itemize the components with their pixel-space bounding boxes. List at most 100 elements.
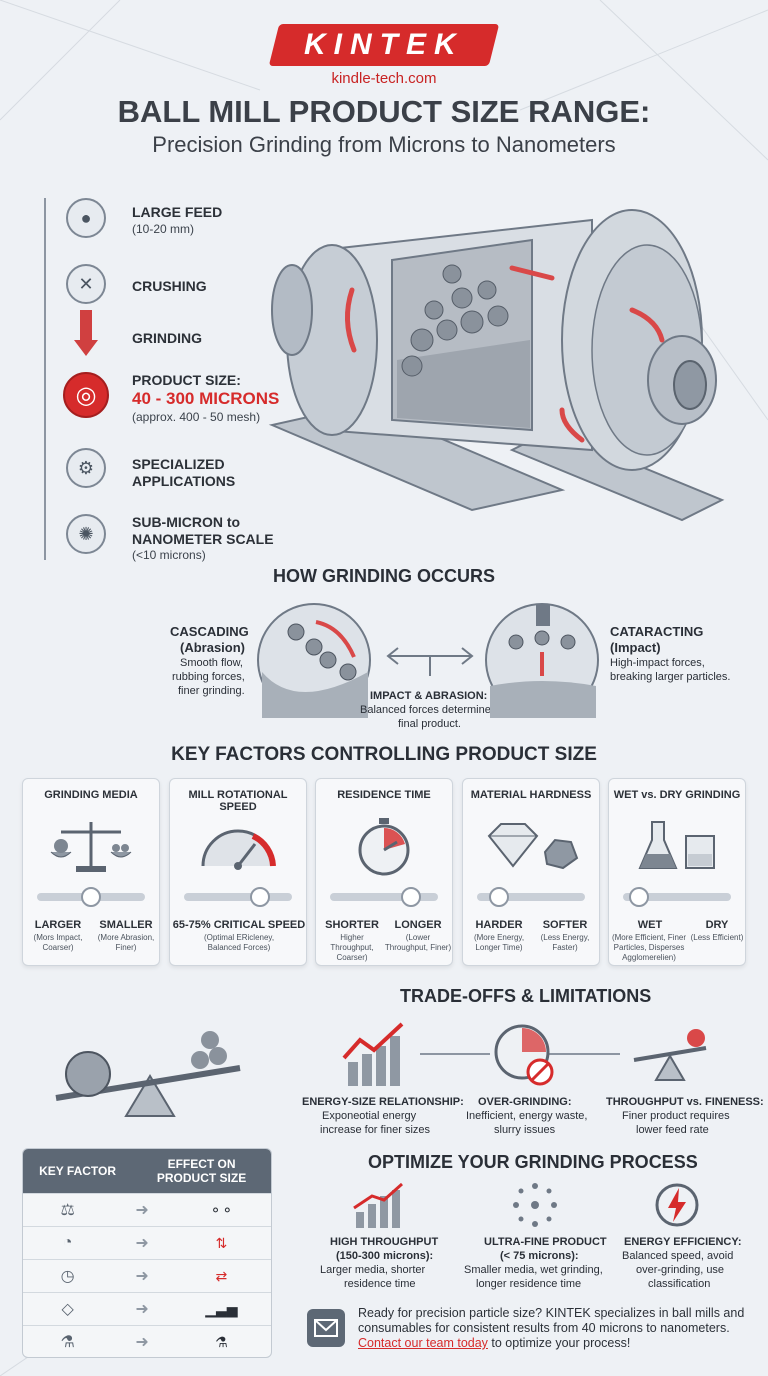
impact-abrasion-desc-1: Balanced forces determine: [360, 704, 491, 716]
tradeoff-throughput-title: THROUGHPUT vs. FINENESS:: [606, 1096, 764, 1108]
table-col-key-factor: KEY FACTOR: [39, 1164, 117, 1178]
optimize-ultrafine-title: ULTRA-FINE PRODUCT: [484, 1236, 607, 1248]
wetdry-left-note: (More Efficient, Finer Particles, Disper…: [611, 933, 687, 962]
tradeoff-energy-title: ENERGY-SIZE RELATIONSHIP:: [302, 1096, 464, 1108]
table-row: ◇➜▁▃▅: [23, 1292, 271, 1325]
tradeoff-throughput-desc-1: Finer product requires: [622, 1110, 730, 1122]
time-left-label: SHORTER: [325, 919, 379, 931]
mail-icon[interactable]: [306, 1308, 346, 1348]
hardness-right-note: (Less Energy, Faster): [540, 933, 590, 952]
crusher-icon: ✕: [66, 264, 106, 304]
balance-scale-icon: ⚖: [60, 1202, 75, 1219]
optimize-throughput-desc-1: Larger media, shorter: [320, 1264, 426, 1276]
optimize-throughput-desc-2: residence time: [344, 1278, 416, 1290]
hardness-slider[interactable]: [477, 887, 585, 907]
site-url[interactable]: kindle-tech.com: [331, 70, 437, 87]
wetdry-slider[interactable]: [623, 887, 731, 907]
card-wet-dry: WET vs. DRY GRINDING WET (More Efficient…: [608, 778, 746, 966]
target-icon: ◎: [63, 372, 109, 418]
optimize-ultrafine-desc-1: Smaller media, wet grinding,: [464, 1264, 603, 1276]
throughput-seesaw-icon: [633, 1029, 707, 1081]
cataracting-title: CATARACTING: [610, 624, 704, 639]
tradeoff-overgrinding-desc-2: slurry issues: [494, 1124, 556, 1136]
cta-line-3: to optimize your process!: [487, 1336, 631, 1350]
stopwatch-icon: [316, 813, 452, 879]
cascading-desc-3: finer grinding.: [178, 685, 245, 697]
cascading-diagram: [257, 603, 371, 718]
cascading-desc-2: rubbing forces,: [172, 671, 245, 683]
balance-scale-icon: [23, 813, 159, 879]
product-size-range: 40 - 300 MICRONS: [132, 389, 280, 408]
arrow-right-icon: ➜: [135, 1334, 149, 1351]
step-nanometer-sub: (<10 microns): [132, 548, 206, 562]
cascading-subtitle: (Abrasion): [180, 640, 245, 655]
card-material-hardness: MATERIAL HARDNESS HARDER (More Energy, L…: [462, 778, 600, 966]
time-right-note: (Lower Throughput, Finer): [384, 933, 452, 952]
media-slider[interactable]: [37, 887, 145, 907]
speed-center-note: (Optimal ERicleney, Balanced Forces): [203, 933, 275, 952]
speed-center-label: 65-75% CRITICAL SPEED: [172, 919, 306, 931]
up-down-arrows-icon: ⇅: [215, 1234, 228, 1251]
factors-heading: KEY FACTORS CONTROLLING PRODUCT SIZE: [171, 744, 597, 765]
slider-knob[interactable]: [629, 887, 650, 907]
step-grinding: GRINDING: [132, 330, 202, 346]
flask-drop-icon: ⚗: [215, 1333, 228, 1350]
cta-box: Ready for precision particle size? KINTE…: [306, 1300, 746, 1364]
card-title: WET vs. DRY GRINDING: [613, 789, 741, 801]
tradeoff-throughput-desc-2: lower feed rate: [636, 1124, 709, 1136]
wetdry-right-label: DRY: [705, 919, 729, 931]
arrow-right-icon: ➜: [135, 1301, 149, 1318]
cascading-desc-1: Smooth flow,: [180, 657, 243, 669]
page-title: BALL MILL PRODUCT SIZE RANGE:: [117, 94, 651, 129]
stopwatch-icon: ◷: [60, 1268, 75, 1285]
flask-beaker-icon: [609, 813, 745, 879]
slider-knob[interactable]: [401, 887, 421, 907]
overgrinding-clock-icon: [494, 1024, 554, 1086]
tradeoff-overgrinding-desc-1: Inefficient, energy waste,: [466, 1110, 588, 1122]
cataracting-desc-1: High-impact forces,: [610, 657, 705, 669]
card-title: MILL ROTATIONAL SPEED: [188, 789, 288, 813]
tradeoff-energy-desc-1: Exponeotial energy: [322, 1110, 417, 1122]
optimize-energy-desc-1: Balanced speed, avoid: [622, 1250, 734, 1262]
table-col-effect-line1: EFFECT ON: [167, 1157, 236, 1171]
speedometer-icon: ◔: [62, 1234, 73, 1251]
energy-chart-icon: [342, 1022, 404, 1086]
speed-slider[interactable]: [184, 887, 292, 907]
table-col-effect: EFFECT ON PRODUCT SIZE: [132, 1149, 271, 1193]
optimize-energy-desc-3: classification: [648, 1278, 711, 1290]
speedometer-icon: [170, 813, 306, 879]
table-col-effect-line2: PRODUCT SIZE: [156, 1171, 247, 1185]
slider-knob[interactable]: [488, 887, 509, 907]
red-arrow-down-icon: [74, 340, 98, 356]
cataracting-subtitle: (Impact): [610, 640, 661, 655]
connector-line: [420, 1053, 620, 1055]
energy-bolt-icon: [655, 1183, 699, 1227]
step-product-size: PRODUCT SIZE:: [132, 372, 241, 388]
red-arrow-shaft: [80, 310, 92, 344]
time-right-label: LONGER: [394, 919, 442, 931]
impact-abrasion-desc-2: final product.: [398, 718, 461, 730]
optimize-throughput-title-2: (150-300 microns):: [336, 1250, 434, 1262]
table-header: KEY FACTOR EFFECT ON PRODUCT SIZE: [23, 1149, 271, 1193]
page-subtitle: Precision Grinding from Microns to Nanom…: [152, 132, 616, 157]
card-title: MATERIAL HARDNESS: [470, 789, 592, 801]
table-row: ⚗➜⚗: [23, 1325, 271, 1357]
tradeoffs-heading: TRADE-OFFS & LIMITATIONS: [400, 986, 652, 1006]
table-row: ⚖➜⚬⚬: [23, 1193, 271, 1226]
card-rotational-speed: MILL ROTATIONAL SPEED 65-75% CRITICAL SP…: [169, 778, 307, 966]
particles-icon: ⚬⚬: [209, 1201, 234, 1218]
optimize-heading: OPTIMIZE YOUR GRINDING PROCESS: [368, 1152, 698, 1172]
feed-balls-icon: ●: [66, 198, 106, 238]
table-row: ◷➜⇄: [23, 1259, 271, 1292]
time-slider[interactable]: [330, 887, 438, 907]
slider-knob[interactable]: [249, 887, 270, 907]
step-large-feed-sub: (10-20 mm): [132, 222, 195, 236]
contact-link[interactable]: Contact our team today: [358, 1336, 488, 1350]
media-left-note: (Mors Impact, Coarser): [33, 933, 83, 952]
kintek-logo[interactable]: KINTEK: [268, 24, 500, 66]
ball-mill-illustration: [268, 209, 725, 522]
time-left-note: Higher Throughput, Coarser): [330, 933, 374, 962]
optimize-ultrafine-title-2: (< 75 microns):: [500, 1250, 579, 1262]
process-timeline: [44, 198, 46, 560]
slider-knob[interactable]: [81, 887, 101, 907]
